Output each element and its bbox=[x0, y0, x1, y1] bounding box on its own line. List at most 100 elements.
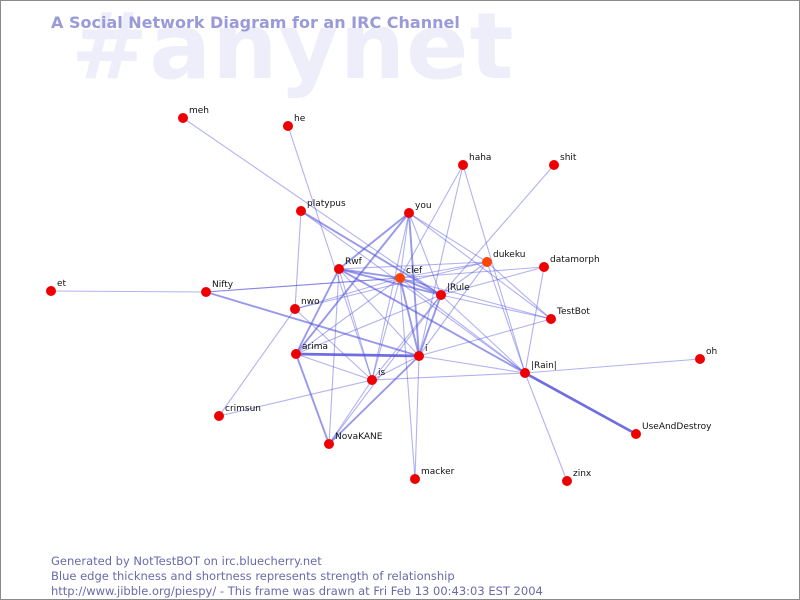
edge-clef-Nifty bbox=[205, 277, 401, 293]
edge-meh-IRule bbox=[182, 117, 442, 296]
node-dot[interactable] bbox=[631, 429, 641, 439]
node-label: oh bbox=[706, 347, 717, 357]
node-dot[interactable] bbox=[404, 208, 414, 218]
node-nwo[interactable]: nwo bbox=[290, 297, 320, 314]
node-dot[interactable] bbox=[283, 121, 293, 131]
node-he[interactable]: he bbox=[283, 114, 306, 131]
node-Nifty[interactable]: Nifty bbox=[201, 280, 234, 297]
node-label: Nifty bbox=[212, 280, 234, 290]
node-shit[interactable]: shit bbox=[549, 153, 577, 170]
node-dot[interactable] bbox=[482, 257, 492, 267]
node-dot[interactable] bbox=[367, 375, 377, 385]
node-dot[interactable] bbox=[201, 287, 211, 297]
node-label: dukeku bbox=[493, 250, 525, 260]
edge-nwo-crimsun bbox=[218, 308, 296, 417]
edge-Nifty-i bbox=[205, 291, 420, 357]
edge-platypus-IRule bbox=[300, 210, 442, 296]
node-dot[interactable] bbox=[520, 368, 530, 378]
edge-you-IRule bbox=[408, 212, 442, 296]
node-dukeku[interactable]: dukeku bbox=[482, 250, 525, 267]
node-dot[interactable] bbox=[214, 411, 224, 421]
node-label: meh bbox=[189, 106, 209, 116]
node-TestBot[interactable]: TestBot bbox=[546, 307, 590, 324]
node-dot[interactable] bbox=[546, 314, 556, 324]
edge-dukeku-nwo bbox=[294, 261, 488, 310]
node-dot[interactable] bbox=[549, 160, 559, 170]
node-dot[interactable] bbox=[539, 262, 549, 272]
node-label: TestBot bbox=[556, 307, 590, 317]
edge-platypus-nwo bbox=[294, 210, 302, 310]
node-dot[interactable] bbox=[695, 354, 705, 364]
edge-clef-nwo bbox=[294, 277, 401, 310]
edge-clef-TestBot bbox=[399, 277, 552, 320]
edge-clef-IRule bbox=[399, 277, 442, 296]
edge-Rain-zinx bbox=[524, 372, 568, 482]
node-dot[interactable] bbox=[290, 304, 300, 314]
edge-you-arima bbox=[295, 212, 410, 355]
diagram-title: A Social Network Diagram for an IRC Chan… bbox=[51, 13, 460, 32]
edge-you-dukeku bbox=[408, 212, 488, 263]
edge-haha-clef bbox=[399, 164, 464, 279]
node-crimsun[interactable]: crimsun bbox=[214, 404, 261, 421]
edge-Rwf-arima bbox=[295, 268, 340, 355]
node-dot[interactable] bbox=[334, 264, 344, 274]
edge-clef-Rain bbox=[399, 277, 526, 374]
node-dot[interactable] bbox=[562, 476, 572, 486]
node-dot[interactable] bbox=[414, 351, 424, 361]
node-dot[interactable] bbox=[395, 273, 405, 283]
node-i[interactable]: i bbox=[414, 344, 428, 361]
node-zinx[interactable]: zinx bbox=[562, 469, 592, 486]
node-platypus[interactable]: platypus bbox=[296, 199, 346, 216]
node-label: zinx bbox=[573, 469, 592, 479]
node-dot[interactable] bbox=[296, 206, 306, 216]
node-label: Rwf bbox=[345, 257, 363, 267]
node-label: is bbox=[378, 368, 386, 378]
node-dot[interactable] bbox=[46, 286, 56, 296]
edge-arima-is bbox=[295, 353, 373, 381]
edge-clef-i bbox=[399, 277, 420, 357]
node-clef[interactable]: clef bbox=[395, 266, 423, 283]
node-dot[interactable] bbox=[291, 349, 301, 359]
node-Rwf[interactable]: Rwf bbox=[334, 257, 363, 274]
node-UseAndDestroy[interactable]: UseAndDestroy bbox=[631, 422, 712, 439]
edge-arima-NovaKANE bbox=[295, 353, 330, 445]
node-arima[interactable]: arima bbox=[291, 342, 328, 359]
edge-IRule-is bbox=[371, 294, 442, 381]
edge-IRule-arima bbox=[295, 294, 442, 355]
node-et[interactable]: et bbox=[46, 279, 67, 296]
edge-clef-arima bbox=[295, 277, 401, 355]
node-dot[interactable] bbox=[410, 474, 420, 484]
edge-dukeku-Rain bbox=[486, 261, 526, 374]
edge-clef-macker bbox=[399, 277, 416, 480]
node-NovaKANE[interactable]: NovaKANE bbox=[324, 432, 383, 449]
edge-et-Nifty bbox=[50, 290, 207, 293]
node-meh[interactable]: meh bbox=[178, 106, 209, 123]
node-datamorph[interactable]: datamorph bbox=[539, 255, 600, 272]
node-dot[interactable] bbox=[324, 439, 334, 449]
edge-dukeku-clef bbox=[399, 261, 488, 279]
edge-Rwf-clef bbox=[338, 268, 401, 279]
node-macker[interactable]: macker bbox=[410, 467, 455, 484]
edge-Rwf-IRule bbox=[338, 268, 442, 296]
node-label: you bbox=[415, 201, 432, 211]
node-is[interactable]: is bbox=[367, 368, 386, 385]
edge-i-TestBot bbox=[418, 318, 552, 357]
node-Rain[interactable]: |Rain| bbox=[520, 361, 557, 378]
edge-dukeku-Rwf bbox=[338, 261, 488, 270]
edge-dukeku-TestBot bbox=[486, 261, 552, 320]
footer-timestamp[interactable]: http://www.jibble.org/piespy/ - This fra… bbox=[51, 584, 543, 598]
node-label: crimsun bbox=[225, 404, 261, 414]
node-label: nwo bbox=[301, 297, 320, 307]
node-oh[interactable]: oh bbox=[695, 347, 717, 364]
node-IRule[interactable]: |Rule bbox=[436, 283, 470, 300]
edge-datamorph-IRule bbox=[440, 266, 545, 296]
node-haha[interactable]: haha bbox=[458, 153, 491, 170]
edge-IRule-TestBot bbox=[440, 294, 552, 320]
node-label: datamorph bbox=[550, 255, 600, 265]
node-you[interactable]: you bbox=[404, 201, 432, 218]
node-dot[interactable] bbox=[178, 113, 188, 123]
node-dot[interactable] bbox=[458, 160, 468, 170]
edge-datamorph-clef bbox=[399, 266, 545, 279]
node-dot[interactable] bbox=[436, 290, 446, 300]
